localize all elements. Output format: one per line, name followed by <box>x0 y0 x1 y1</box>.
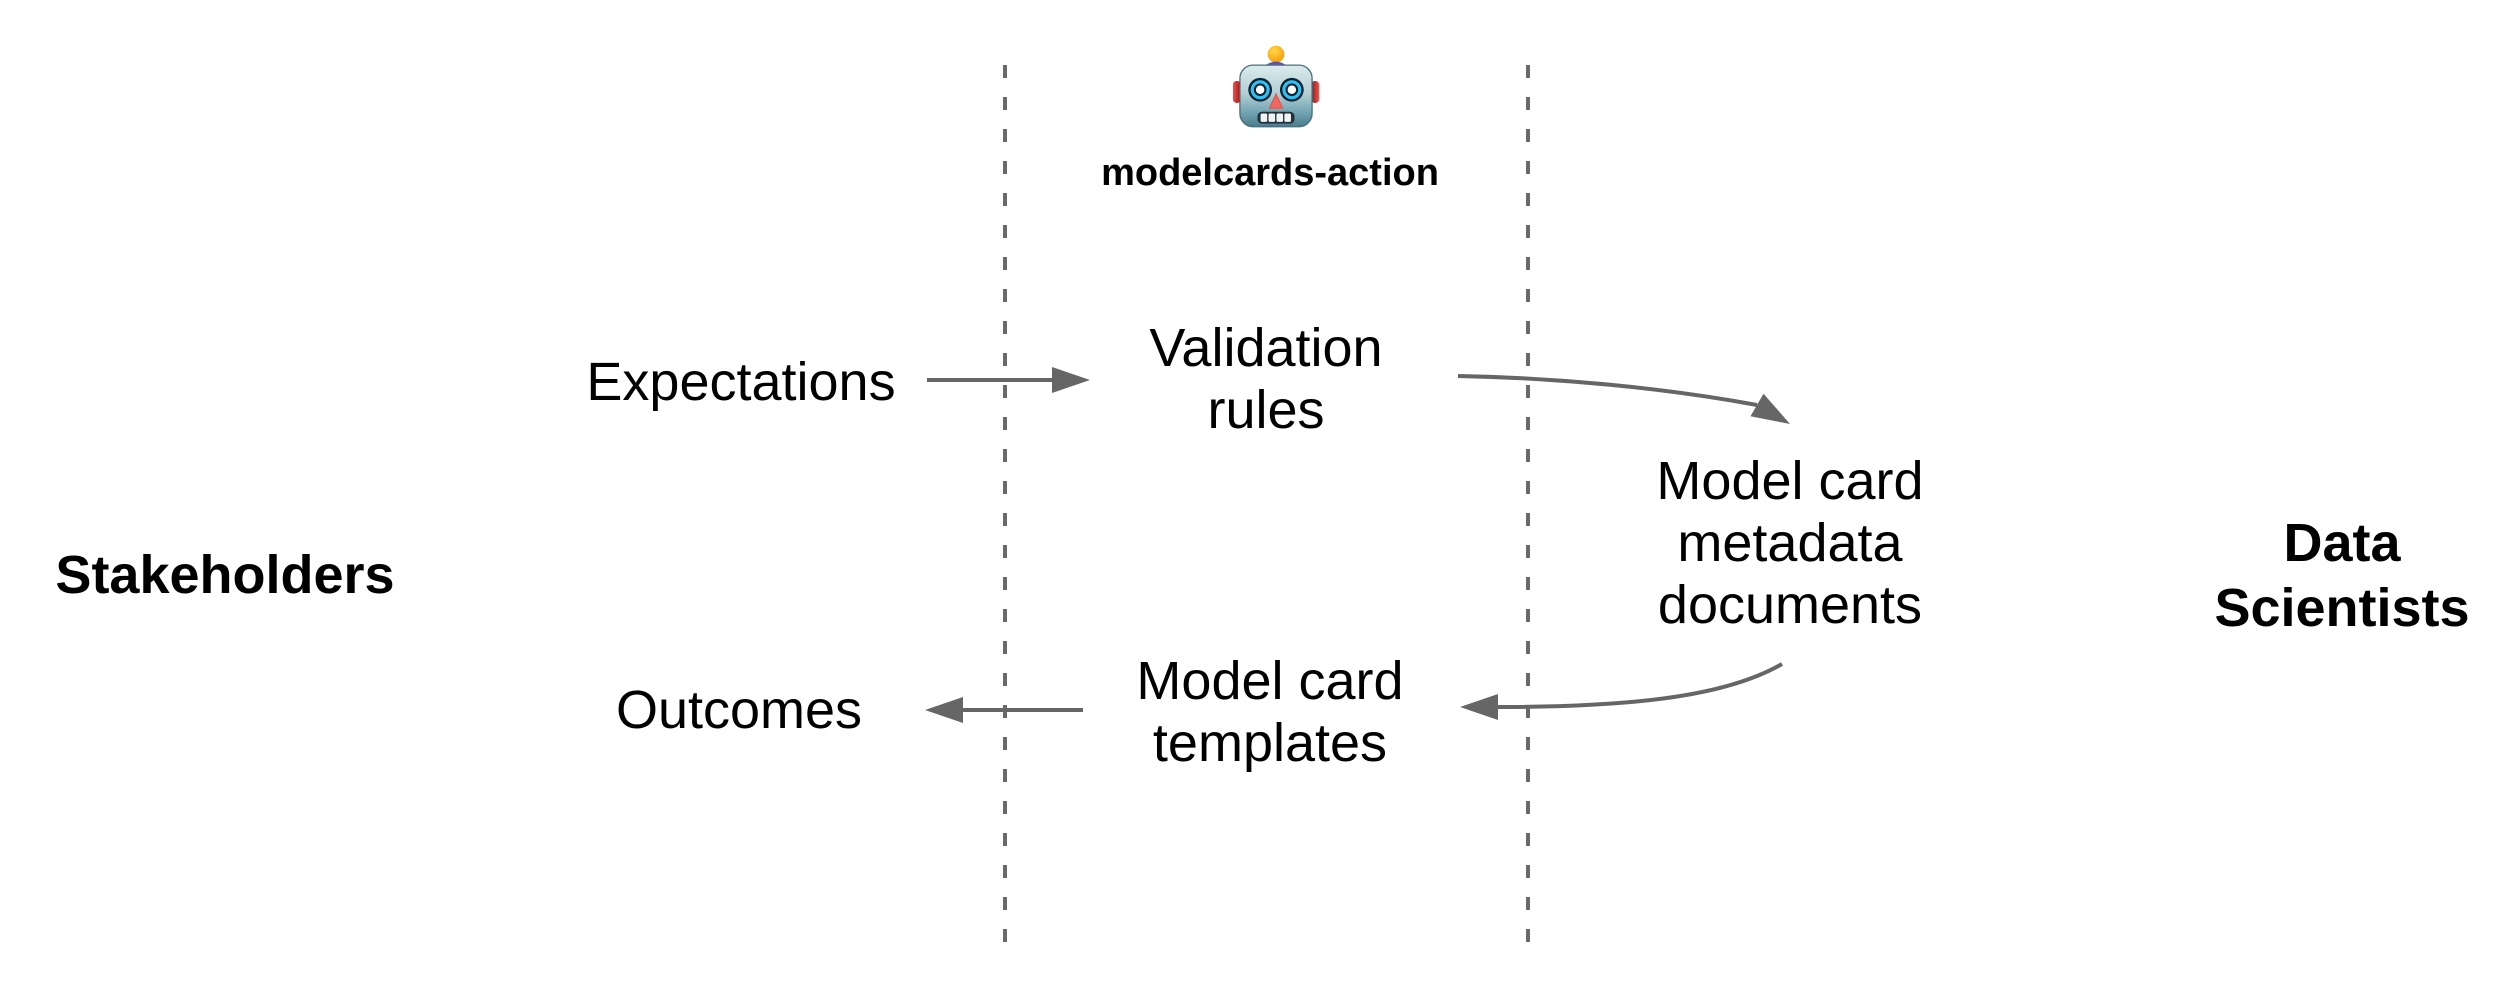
robot-icon <box>1232 45 1320 128</box>
validation-to-metadata-arrowhead-icon <box>1750 393 1790 424</box>
node-expectations-label: Expectations <box>586 352 896 412</box>
agent-name-label: modelcards-action <box>1101 152 1439 194</box>
expectations-to-validation-arrowhead-icon <box>1052 367 1090 393</box>
node-outcomes-label: Outcomes <box>615 680 863 740</box>
node-validation-rules-label: Validation rules <box>1149 318 1383 440</box>
validation-to-metadata-curve-line <box>1457 374 1758 407</box>
node-metadata-documents-label: Model card metadata documents <box>1656 451 1924 635</box>
node-templates-label: Model card templates <box>1136 651 1404 773</box>
metadata-to-templates-arrowhead-icon <box>1460 694 1498 720</box>
metadata-to-templates-curve-line <box>1497 662 1783 709</box>
actor-stakeholders-label: Stakeholders <box>55 545 395 605</box>
actor-data-scientists-label: Data Scientists <box>2214 513 2470 638</box>
templates-to-outcomes-arrowhead-icon <box>925 697 963 723</box>
